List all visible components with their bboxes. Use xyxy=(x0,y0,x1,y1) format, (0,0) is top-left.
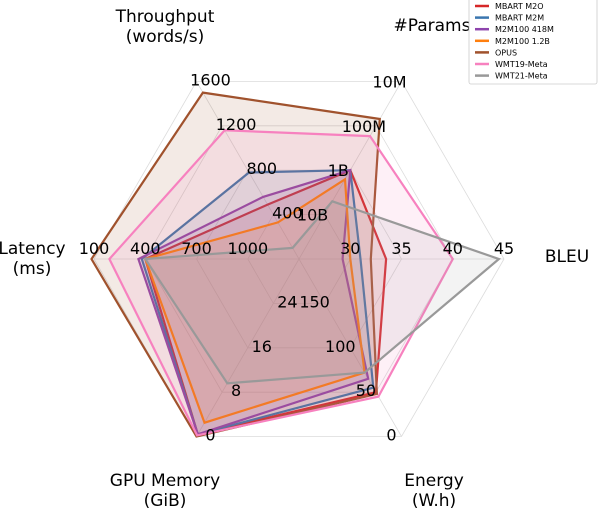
tick-label: 1B xyxy=(328,161,349,180)
axis-label: GPU Memory(GiB) xyxy=(110,471,220,511)
tick-label: 8 xyxy=(231,381,241,400)
tick-label: 35 xyxy=(391,239,411,258)
tick-label: 1600 xyxy=(190,71,231,90)
axis-label: BLEU xyxy=(545,247,589,267)
tick-label: 50 xyxy=(356,381,376,400)
tick-label: 1000 xyxy=(227,239,268,258)
legend-label: MBART M2O xyxy=(495,2,544,11)
tick-label: 16 xyxy=(252,337,272,356)
tick-label: 100 xyxy=(79,239,110,258)
tick-label: 150 xyxy=(299,292,330,311)
series-polygon xyxy=(90,91,381,438)
series-polygon xyxy=(143,200,502,385)
tick-label: 40 xyxy=(443,239,463,258)
radar-axis-labels: BLEU Energy(W.h) GPU Memory(GiB) Latency(ms… xyxy=(0,7,589,511)
radar-tick-labels: 30 35 40 45 150 100 50 0 24 16 8 0 1000 700 400 100 400 8… xyxy=(79,71,514,445)
tick-label: 700 xyxy=(181,239,212,258)
axis-label: Latency(ms) xyxy=(0,239,66,279)
legend-label: M2M100 418M xyxy=(495,25,554,34)
tick-label: 400 xyxy=(272,204,303,223)
axis-spoke xyxy=(196,258,300,437)
tick-label: 30 xyxy=(340,239,360,258)
axis-label: #Params xyxy=(394,16,471,36)
tick-label: 1200 xyxy=(216,115,257,134)
tick-label: 10M xyxy=(372,73,406,92)
series-polygon xyxy=(137,168,370,436)
legend: MBART M2O MBART M2M M2M100 418M M2M100 1.2B… xyxy=(468,0,598,85)
legend-frame xyxy=(468,0,598,85)
legend-label: WMT19-Meta xyxy=(495,60,548,69)
tick-label: 100 xyxy=(325,337,356,356)
series-polygon xyxy=(108,129,455,437)
tick-label: 45 xyxy=(494,239,514,258)
tick-label: 800 xyxy=(247,159,278,178)
legend-label: WMT21-Meta xyxy=(495,72,548,81)
tick-label: 0 xyxy=(205,426,215,445)
tick-label: 0 xyxy=(386,426,396,445)
radar-series xyxy=(90,91,502,438)
axis-label: Energy(W.h) xyxy=(404,471,464,511)
legend-label: OPUS xyxy=(495,48,517,57)
axis-spoke xyxy=(298,258,402,437)
tick-label: 24 xyxy=(277,292,297,311)
tick-label: 10B xyxy=(297,206,328,225)
legend-label: M2M100 1.2B xyxy=(495,37,550,46)
legend-items: MBART M2O MBART M2M M2M100 418M M2M100 1.2B… xyxy=(475,2,554,81)
axis-label: Throughput(words/s) xyxy=(115,7,215,47)
legend-label: MBART M2M xyxy=(495,14,544,23)
tick-label: 400 xyxy=(130,239,161,258)
axis-spoke xyxy=(196,81,300,260)
tick-label: 100M xyxy=(342,117,386,136)
